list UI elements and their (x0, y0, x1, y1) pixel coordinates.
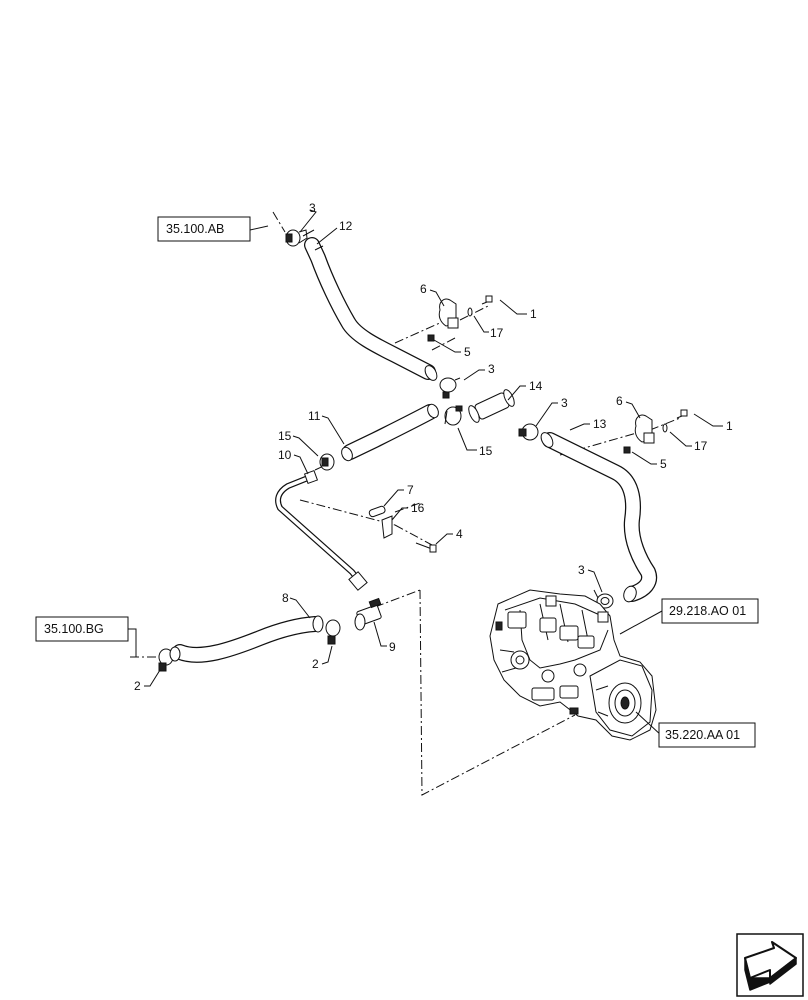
callout-5-upper: 5 (464, 345, 471, 359)
callout-8: 8 (282, 591, 289, 605)
nut-5-lower (623, 446, 631, 454)
tube-10 (275, 469, 368, 591)
callout-11: 11 (308, 409, 321, 423)
spacer-7 (368, 505, 386, 518)
callout-3-right: 3 (561, 396, 568, 410)
leader-lines (128, 209, 723, 737)
callout-7: 7 (407, 483, 414, 497)
callout-15-right: 15 (479, 444, 493, 458)
reference-label: 29.218.AO 01 (669, 604, 746, 618)
elbow-fitting-9 (354, 597, 382, 631)
reference-box-35-220-aa-01[interactable]: 35.220.AA 01 (658, 722, 756, 748)
washer-17-upper (467, 307, 473, 317)
hose-8 (172, 615, 324, 663)
callout-2-right: 2 (312, 657, 319, 671)
callout-13: 13 (593, 417, 607, 431)
next-page-arrow-icon[interactable] (736, 933, 804, 997)
bolt-4 (415, 542, 437, 553)
reference-box-35-100-bg[interactable]: 35.100.BG (35, 616, 129, 642)
callout-1-lower: 1 (726, 419, 733, 433)
washer-17-lower (662, 423, 668, 433)
reference-label: 35.220.AA 01 (665, 728, 740, 742)
callout-numbers: 3 12 6 1 17 5 3 14 3 13 6 1 17 5 11 15 1… (134, 201, 733, 693)
callout-14: 14 (529, 379, 543, 393)
fitting-2-right (325, 619, 341, 645)
callout-17-lower: 17 (694, 439, 708, 453)
callout-5-lower: 5 (660, 457, 667, 471)
callout-16: 16 (411, 501, 425, 515)
clamp-6-lower (634, 414, 655, 444)
bolt-1-upper (481, 295, 493, 305)
callout-6-upper: 6 (420, 282, 427, 296)
clip-16 (381, 515, 393, 539)
fitting-15-upper (444, 405, 463, 426)
reference-box-29-218-ao-01[interactable]: 29.218.AO 01 (661, 598, 759, 624)
callout-2-left: 2 (134, 679, 141, 693)
hose-clamp-3-right (518, 423, 539, 441)
hydraulic-pump-assembly (489, 589, 657, 741)
callout-3-lower: 3 (578, 563, 585, 577)
callout-4: 4 (456, 527, 463, 541)
hose-13 (540, 432, 658, 603)
callout-12: 12 (339, 219, 353, 233)
callout-15-left: 15 (278, 429, 292, 443)
callout-6-lower: 6 (616, 394, 623, 408)
hose-12 (302, 229, 438, 381)
hose-clamp-3-top (285, 229, 308, 247)
nut-5-upper (427, 334, 435, 342)
callout-9: 9 (389, 640, 396, 654)
hose-11 (341, 403, 439, 462)
reference-label: 35.100.BG (44, 622, 104, 636)
fitting-15-left (319, 453, 335, 471)
callout-3-top: 3 (309, 201, 316, 215)
callout-1-upper: 1 (530, 307, 537, 321)
hose-clamp-3-middle (439, 377, 461, 399)
reference-label: 35.100.AB (166, 222, 224, 236)
bolt-1-lower (676, 409, 688, 419)
callout-17-upper: 17 (490, 326, 504, 340)
reference-box-35-100-ab[interactable]: 35.100.AB (157, 216, 251, 242)
fitting-14 (468, 389, 515, 423)
fitting-2-left (158, 646, 181, 672)
callout-3-middle: 3 (488, 362, 495, 376)
callout-10: 10 (278, 448, 292, 462)
